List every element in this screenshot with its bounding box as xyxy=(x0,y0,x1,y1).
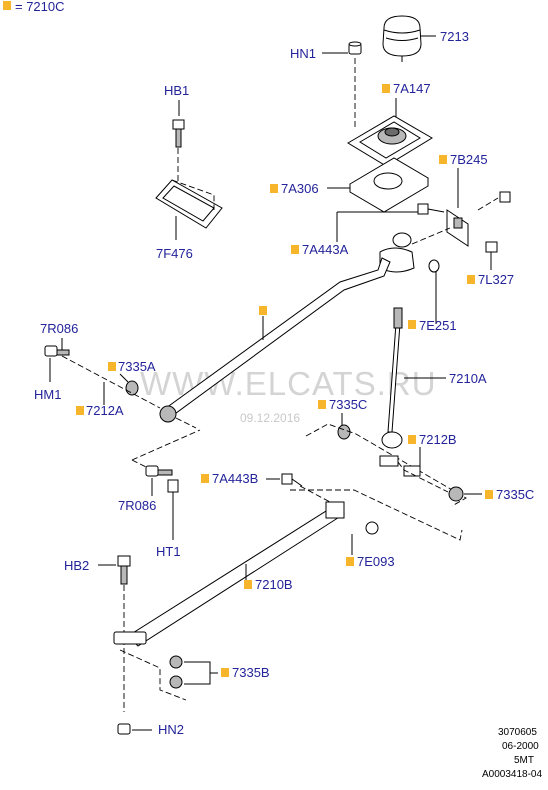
watermark-date: 09.12.2016 xyxy=(240,411,300,425)
bushing-7335c-upper-part xyxy=(337,424,351,440)
label-7335b: 7335B xyxy=(232,665,270,680)
label-7e251: 7E251 xyxy=(419,318,457,333)
label-7r086-lower: 7R086 xyxy=(118,498,156,513)
ref-line-3: 5MT xyxy=(514,755,534,766)
label-7l327: 7L327 xyxy=(478,272,514,287)
lower-shift-rod-7210a-part xyxy=(381,307,403,449)
clip-7r086-upper-part xyxy=(44,345,70,357)
rod-end-clamp-part xyxy=(113,631,147,645)
label-7210b: 7210B xyxy=(255,577,293,592)
gasket-7f476-part xyxy=(155,179,223,229)
shift-knob-part xyxy=(382,15,422,62)
bolt-7a443b-part xyxy=(281,473,303,487)
label-7212a: 7212A xyxy=(86,403,124,418)
nut-ht1-part xyxy=(167,479,179,493)
label-7a147: 7A147 xyxy=(393,81,431,96)
label-hm1: HM1 xyxy=(34,387,61,402)
clip-7212b-part xyxy=(379,455,421,477)
label-ht1: HT1 xyxy=(156,544,181,559)
label-7335c-lower: 7335C xyxy=(496,487,534,502)
label-hb1: HB1 xyxy=(164,83,189,98)
label-7a443b: 7A443B xyxy=(212,471,258,486)
label-7335a: 7335A xyxy=(118,359,156,374)
label-7e093: 7E093 xyxy=(357,554,395,569)
rod-end-upper-part xyxy=(159,405,177,423)
ref-line-1: 3070605 xyxy=(498,727,537,738)
nut-hn2-part xyxy=(117,723,131,735)
transmission-rod-7210b-part xyxy=(127,501,345,647)
bolt-right-part xyxy=(477,191,511,211)
legend-text: = 7210C xyxy=(15,0,65,14)
bushing-7335c-lower-part xyxy=(448,486,464,502)
label-7210a: 7210A xyxy=(449,371,487,386)
label-hn1: HN1 xyxy=(290,46,316,61)
bushing-7335a-part xyxy=(125,380,139,396)
bushing-7e251-part xyxy=(428,259,440,273)
ref-line-2: 06-2000 xyxy=(502,741,539,752)
label-7a306: 7A306 xyxy=(281,181,319,196)
nut-7l327-part xyxy=(485,241,498,253)
label-7f476: 7F476 xyxy=(156,246,193,261)
label-7212b: 7212B xyxy=(419,432,457,447)
clip-7r086-lower-part xyxy=(145,465,173,477)
label-7b245: 7B245 xyxy=(450,152,488,167)
ref-line-4: A0003418-04 xyxy=(482,769,542,780)
shifter-housing-part xyxy=(349,157,429,213)
label-7213: 7213 xyxy=(440,29,469,44)
legend-color-square xyxy=(3,1,11,10)
label-hn2: HN2 xyxy=(158,722,184,737)
bushing-7e093-part xyxy=(365,521,379,535)
label-7r086-upper: 7R086 xyxy=(40,321,78,336)
bushing-7335b-part xyxy=(169,655,183,689)
shift-boot-part xyxy=(347,115,433,167)
label-7a443a: 7A443A xyxy=(302,242,349,257)
bolt-7a443a-part xyxy=(417,203,445,215)
bolt-hb2-part xyxy=(117,555,131,585)
label-hb2: HB2 xyxy=(64,558,89,573)
nut-hn1-part xyxy=(348,41,362,55)
upper-shift-rod-part xyxy=(165,257,391,417)
bracket-7b245-part xyxy=(446,209,469,247)
bolt-hb1-part xyxy=(172,119,185,148)
label-7335c-upper: 7335C xyxy=(329,397,367,412)
